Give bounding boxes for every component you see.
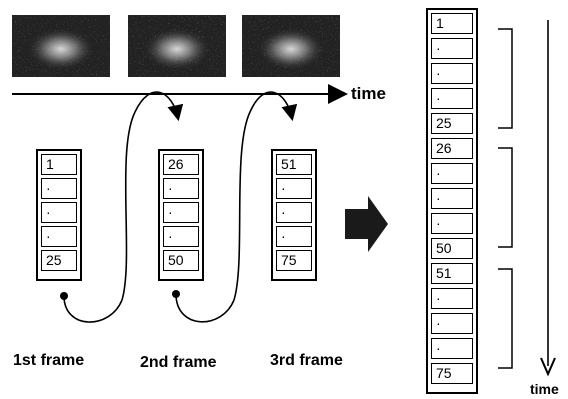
frame-label-2: 2nd frame [140,354,217,371]
connector-curve-2 [175,91,298,323]
combined-column: 1 · · · 25 26 · · · 50 51 · · · 75 [426,8,478,394]
time-label-right: time [530,381,559,397]
combined-cell: · [431,213,473,234]
frame-image-1 [12,15,110,77]
combined-cell: 26 [431,138,473,159]
bracket-group-3 [498,268,513,369]
combined-cell: 75 [431,363,473,384]
frame-cell: 25 [41,250,77,271]
combined-cell: · [431,338,473,359]
combined-cell: · [431,38,473,59]
frame-cell: · [276,226,312,247]
frame-cell: · [276,178,312,199]
frame-cell: 50 [163,250,199,271]
frame-cell: · [41,178,77,199]
combined-cell: · [431,188,473,209]
combined-cell: 51 [431,263,473,284]
frame-cell: · [41,226,77,247]
combined-cell: · [431,63,473,84]
frame-cell: · [276,202,312,223]
frame-image-3 [242,15,340,77]
frame-label-3: 3rd frame [270,352,343,369]
time-label-top: time [351,84,386,103]
frame-cell: · [163,202,199,223]
frame-cell: · [163,226,199,247]
right-block-arrow-icon [345,196,388,252]
frame-label-1: 1st frame [13,352,85,369]
frame-column-1: 1 · · · 25 [36,149,82,281]
connector-dot-2 [172,290,180,298]
frame-cell: · [163,178,199,199]
frame-cell: 75 [276,250,312,271]
frame-cell: 26 [163,154,199,175]
connector-curve-1 [63,91,184,323]
frame-image-2 [128,15,226,77]
combined-cell: 50 [431,238,473,259]
combined-cell: · [431,288,473,309]
frame-cell: · [41,202,77,223]
combined-cell: · [431,313,473,334]
frame-cell: 1 [41,154,77,175]
bracket-group-1 [498,28,513,129]
bracket-group-2 [498,147,513,248]
combined-cell: 25 [431,113,473,134]
combined-cell: · [431,163,473,184]
frame-column-2: 26 · · · 50 [158,149,204,281]
frame-column-3: 51 · · · 75 [271,149,317,281]
down-arrow-icon [540,357,556,377]
connector-dot-1 [60,292,68,300]
combined-cell: · [431,88,473,109]
combined-cell: 1 [431,13,473,34]
frame-cell: 51 [276,154,312,175]
